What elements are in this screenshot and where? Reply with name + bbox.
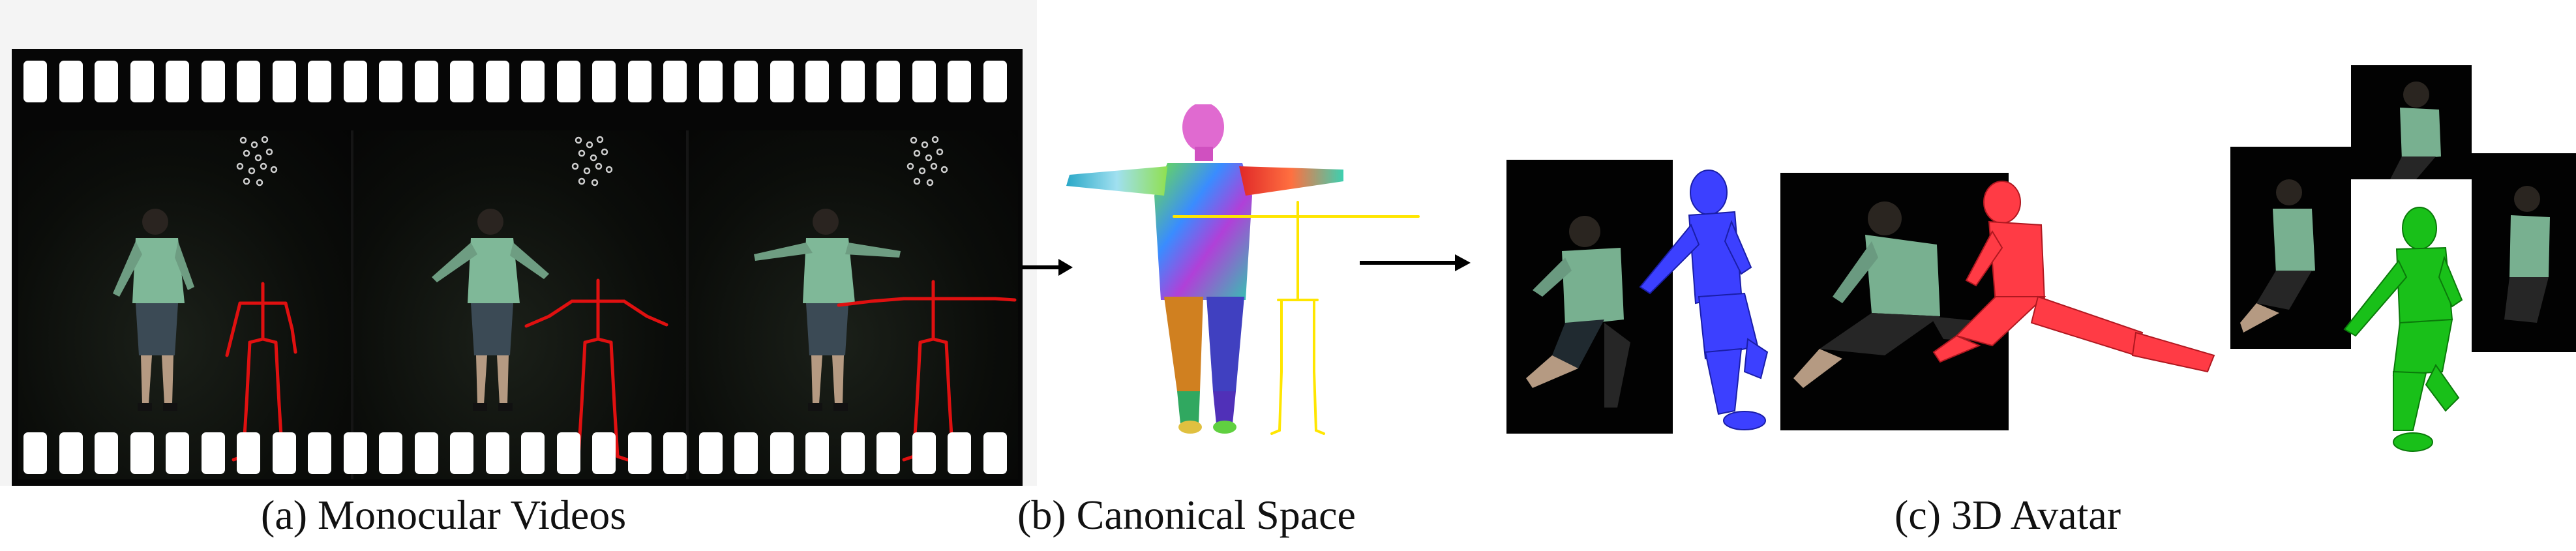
sprocket-hole: [876, 61, 900, 102]
sprocket-hole: [485, 432, 509, 474]
green-mesh-avatar: [2343, 207, 2463, 452]
sprocket-hole: [201, 61, 225, 102]
sprocket-hole: [948, 432, 971, 474]
frame-3-scene: [754, 136, 1017, 462]
sprocket-hole: [770, 432, 794, 474]
sprocket-hole: [556, 432, 580, 474]
sprocket-hole: [556, 61, 580, 102]
yellow-canonical-skeleton: [1173, 201, 1420, 435]
avatar-render-photo-2: [1780, 173, 2009, 430]
sprocket-hole: [805, 61, 829, 102]
sprocket-hole: [912, 432, 936, 474]
sprocket-hole: [805, 432, 829, 474]
person-figure-2: [432, 209, 549, 411]
sprocket-hole: [201, 432, 225, 474]
sprocket-hole: [130, 432, 154, 474]
sprocket-hole: [23, 61, 47, 102]
sprocket-hole: [450, 432, 473, 474]
sprocket-hole: [308, 61, 331, 102]
sprocket-hole: [663, 61, 687, 102]
right-arrow-icon: [1022, 259, 1073, 276]
marker-dots: [236, 136, 278, 186]
marker-dots: [906, 136, 948, 186]
sprocket-hole: [23, 432, 47, 474]
sprocket-hole: [983, 432, 1007, 474]
sprocket-hole: [770, 61, 794, 102]
avatar-render-photo-3-right: [2472, 153, 2576, 352]
sprocket-hole: [592, 432, 616, 474]
sprocket-hole: [59, 432, 83, 474]
film-strip: [12, 49, 1023, 486]
sprocket-hole: [414, 61, 438, 102]
sprocket-hole: [876, 432, 900, 474]
sprocket-hole: [983, 61, 1007, 102]
sprocket-hole: [414, 432, 438, 474]
video-frame-3: [689, 130, 1018, 479]
sprocket-hole: [237, 61, 260, 102]
sprocket-hole: [734, 61, 758, 102]
sprocket-hole: [912, 61, 936, 102]
sprocket-hole: [592, 61, 616, 102]
sprocket-hole: [379, 61, 402, 102]
sprocket-hole: [841, 61, 865, 102]
sprocket-hole: [734, 432, 758, 474]
sprocket-hole: [272, 61, 296, 102]
avatar-render-photo-3-left: [2230, 147, 2351, 349]
sprocket-hole: [343, 432, 367, 474]
canonical-space-figure: [1066, 104, 1420, 435]
frame-1-scene: [113, 136, 297, 462]
person-figure-1: [113, 209, 194, 411]
sprocket-hole: [698, 61, 723, 102]
sprocket-hole: [130, 61, 154, 102]
sprocket-hole: [627, 61, 651, 102]
frame-2-scene: [432, 136, 668, 462]
caption-canonical-space: (b) Canonical Space: [1017, 492, 1356, 538]
frame-separator-1: [351, 130, 353, 479]
sprocket-hole: [272, 432, 296, 474]
sprocket-hole: [841, 432, 865, 474]
sprocket-hole: [450, 61, 473, 102]
sprocket-hole: [95, 432, 118, 474]
video-frame-1: [18, 130, 351, 479]
sprocket-hole: [485, 61, 509, 102]
caption-monocular-videos: (a) Monocular Videos: [261, 492, 627, 538]
marker-dots: [571, 136, 613, 186]
avatar-render-photo-3-top: [2351, 65, 2472, 179]
frame-separator-2: [686, 130, 689, 479]
right-arrow-icon: [1360, 254, 1471, 271]
colored-canonical-mesh: [1066, 104, 1343, 434]
sprocket-hole: [237, 432, 260, 474]
sprocket-hole: [521, 432, 545, 474]
sprocket-hole: [166, 432, 189, 474]
person-figure-3: [754, 209, 901, 411]
sprocket-hole: [698, 432, 723, 474]
sprocket-hole: [166, 61, 189, 102]
sprocket-hole: [521, 61, 545, 102]
sprocket-hole: [59, 61, 83, 102]
sprocket-hole: [308, 432, 331, 474]
sprocket-hole: [95, 61, 118, 102]
sprocket-hole: [343, 61, 367, 102]
sprocket-hole: [948, 61, 971, 102]
sprocket-hole: [379, 432, 402, 474]
sprocket-hole: [627, 432, 651, 474]
sprocket-hole: [663, 432, 687, 474]
caption-3d-avatar: (c) 3D Avatar: [1895, 492, 2121, 538]
blue-mesh-avatar: [1639, 170, 1769, 430]
video-frame-2: [353, 130, 686, 479]
avatar-render-photo-1: [1506, 160, 1673, 434]
red-mesh-avatar: [1932, 181, 2215, 373]
red-skeleton-2: [524, 278, 668, 462]
